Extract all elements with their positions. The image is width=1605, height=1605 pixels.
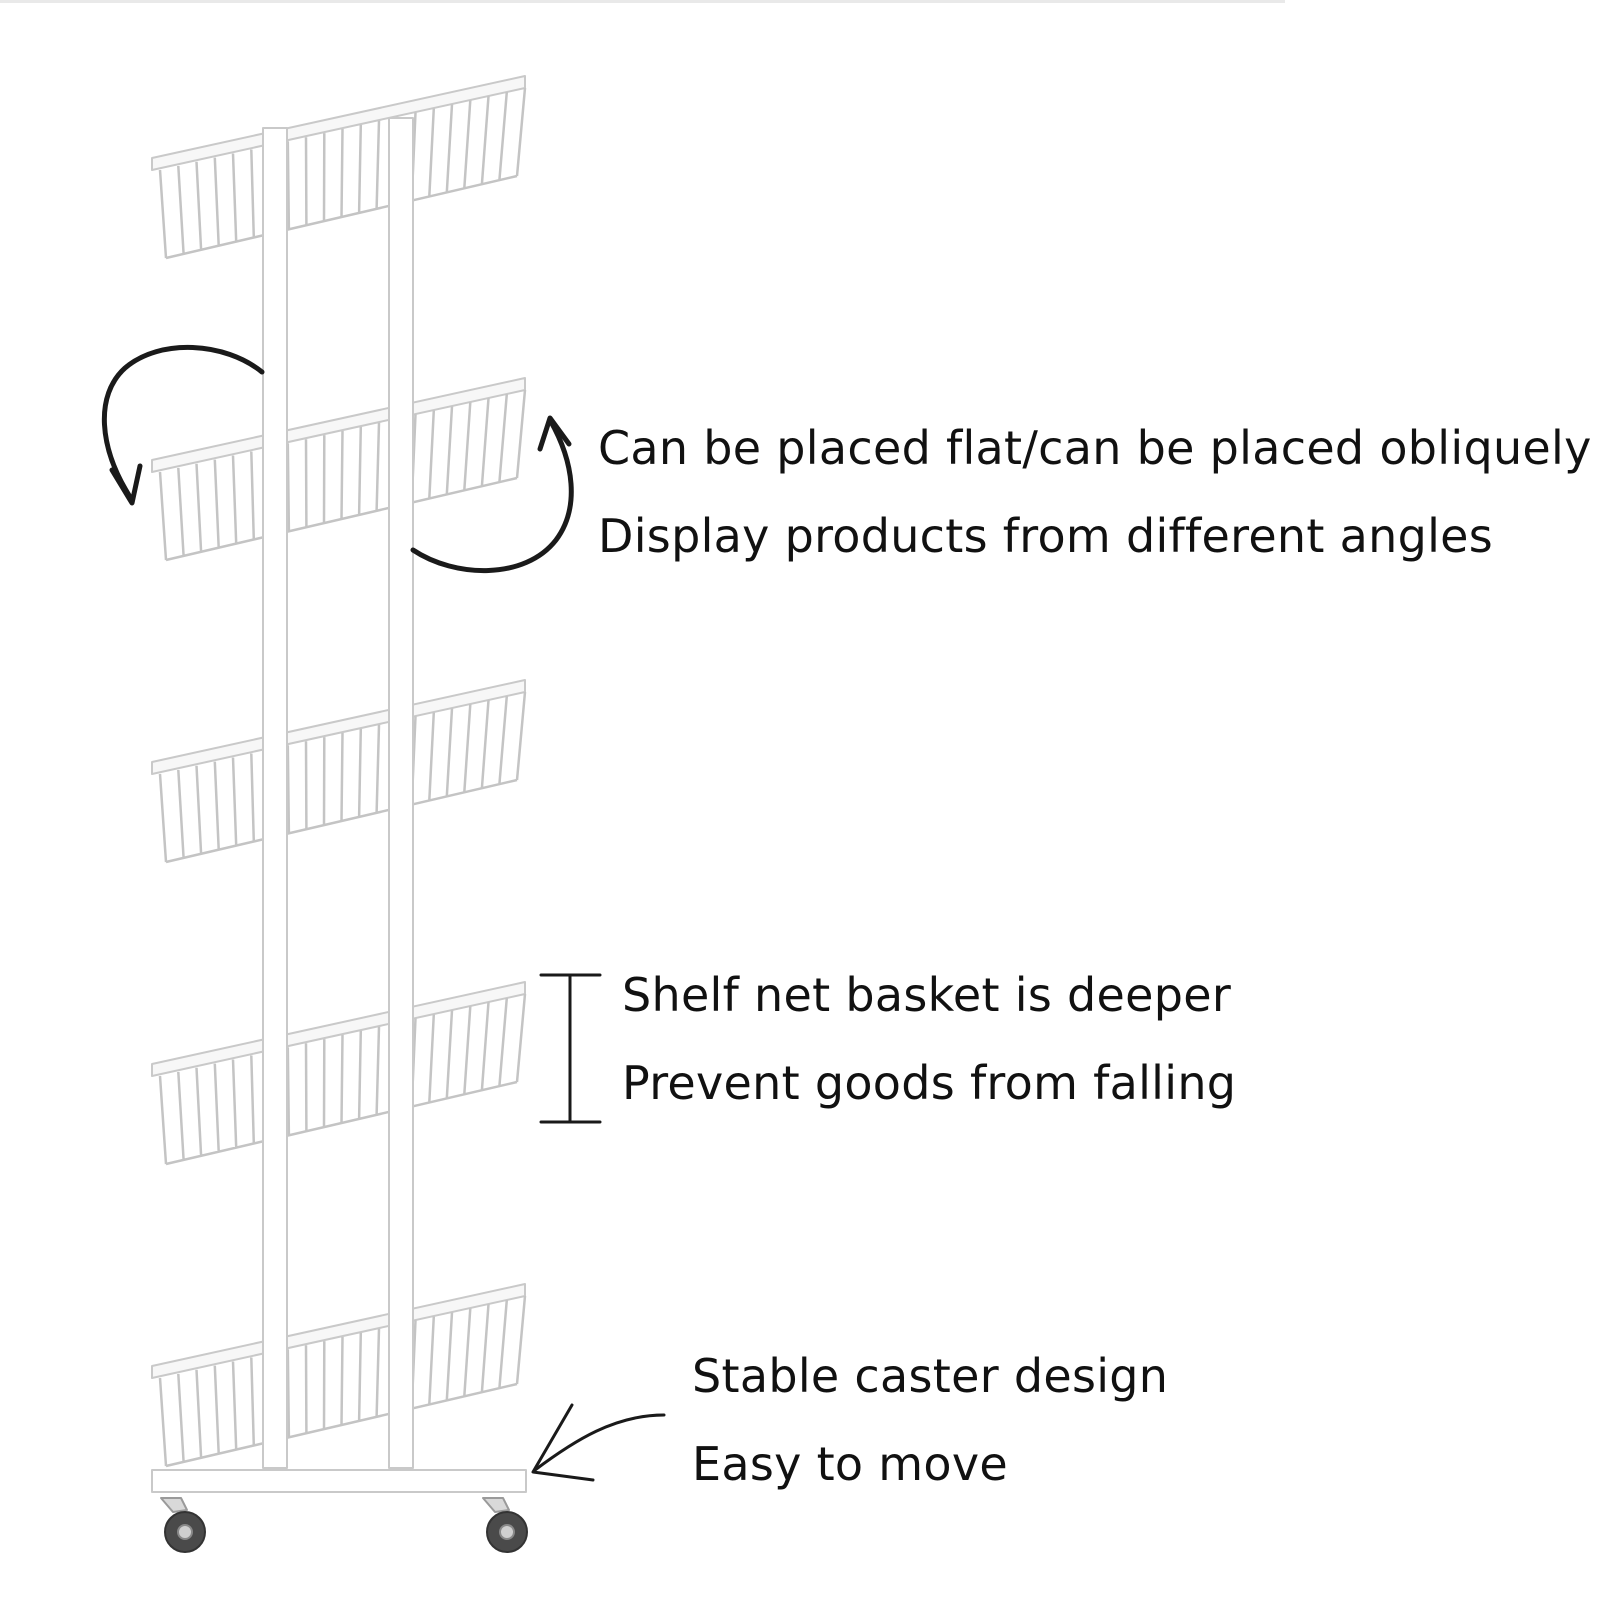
caster-right-hub bbox=[499, 1524, 515, 1540]
basket-wire-cage-2 bbox=[158, 389, 527, 562]
angle-feature-caption: Can be placed flat/can be placed oblique… bbox=[598, 418, 1592, 566]
angle-caption-line-1: Can be placed flat/can be placed oblique… bbox=[598, 421, 1592, 475]
caster-right-bracket bbox=[482, 1497, 510, 1513]
basket-wire-cage-4 bbox=[158, 993, 527, 1166]
rack-base-bar bbox=[151, 1469, 527, 1493]
depth-caption-line-1: Shelf net basket is deeper bbox=[622, 968, 1232, 1022]
rack-post-left bbox=[262, 127, 288, 1469]
basket-wire-cage-5 bbox=[158, 1295, 527, 1468]
display-rack-illustration bbox=[151, 75, 528, 1553]
depth-feature-caption: Shelf net basket is deeper Prevent goods… bbox=[622, 965, 1236, 1113]
caster-caption-line-1: Stable caster design bbox=[692, 1349, 1169, 1403]
depth-caption-line-2: Prevent goods from falling bbox=[622, 1056, 1237, 1110]
angle-caption-line-2: Display products from different angles bbox=[598, 509, 1494, 563]
basket-wire-cage-1 bbox=[158, 87, 527, 260]
rack-post-right bbox=[388, 117, 414, 1469]
top-divider bbox=[0, 0, 1285, 3]
caster-left-hub bbox=[177, 1524, 193, 1540]
caster-caption-line-2: Easy to move bbox=[692, 1437, 1008, 1491]
caster-left-bracket bbox=[160, 1497, 188, 1513]
caster-feature-caption: Stable caster design Easy to move bbox=[692, 1346, 1168, 1494]
basket-wire-cage-3 bbox=[158, 691, 527, 864]
